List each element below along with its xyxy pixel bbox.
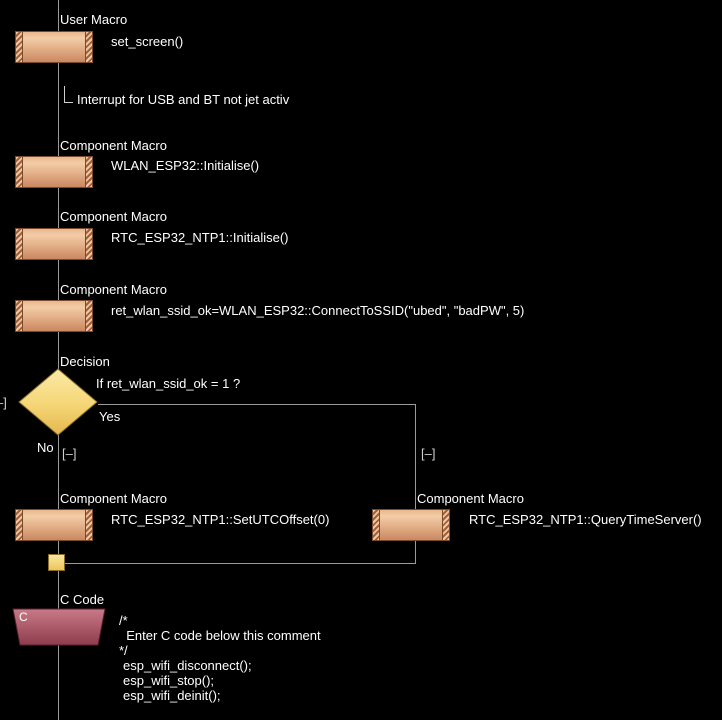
decision-diamond[interactable] <box>18 368 98 436</box>
step-type-label: Component Macro <box>60 282 167 297</box>
code-line: esp_wifi_deinit(); <box>123 688 221 703</box>
code-line: esp_wifi_stop(); <box>123 673 215 688</box>
step-call-text: RTC_ESP32_NTP1::SetUTCOffset(0) <box>111 512 330 527</box>
yes-label: Yes <box>99 409 121 424</box>
step-type-label: User Macro <box>60 12 128 27</box>
no-branch-collapse-toggle[interactable]: [–] <box>62 446 77 461</box>
junction-node[interactable] <box>48 554 65 571</box>
yes-branch-vertical <box>415 404 416 564</box>
merge-line <box>58 563 416 564</box>
outer-collapse-toggle[interactable]: –] <box>0 395 7 410</box>
code-line: esp_wifi_disconnect(); <box>123 658 252 673</box>
yes-branch-line <box>98 404 416 405</box>
ccode-block-icon[interactable] <box>12 608 106 646</box>
component-macro-block[interactable] <box>15 300 93 332</box>
decision-condition: If ret_wlan_ssid_ok = 1 ? <box>96 376 241 391</box>
step-type-label: Component Macro <box>60 138 167 153</box>
main-flow-line <box>58 0 59 720</box>
component-macro-block[interactable] <box>15 156 93 188</box>
step-call-text: RTC_ESP32_NTP1::QueryTimeServer() <box>469 512 702 527</box>
step-call-text: ret_wlan_ssid_ok=WLAN_ESP32::ConnectToSS… <box>111 303 525 318</box>
code-line: Enter C code below this comment <box>119 628 321 643</box>
user-macro-block[interactable] <box>15 31 93 63</box>
component-macro-block[interactable] <box>15 509 93 541</box>
component-macro-block[interactable] <box>15 228 93 260</box>
step-type-label: Component Macro <box>417 491 524 506</box>
step-call-text: RTC_ESP32_NTP1::Initialise() <box>111 230 289 245</box>
comment-text[interactable]: Interrupt for USB and BT not jet activ <box>77 92 290 107</box>
no-label: No <box>37 440 54 455</box>
code-line: /* <box>119 613 128 628</box>
component-macro-block[interactable] <box>372 509 450 541</box>
step-type-label: Component Macro <box>60 491 167 506</box>
comment-bracket-icon <box>64 86 73 103</box>
code-line: */ <box>119 643 128 658</box>
yes-branch-collapse-toggle[interactable]: [–] <box>421 446 436 461</box>
step-call-text: set_screen() <box>111 34 184 49</box>
decision-type-label: Decision <box>60 354 110 369</box>
ccode-icon-letter: C <box>19 610 28 624</box>
step-call-text: WLAN_ESP32::Initialise() <box>111 158 260 173</box>
step-type-label: Component Macro <box>60 209 167 224</box>
ccode-type-label: C Code <box>60 592 105 607</box>
